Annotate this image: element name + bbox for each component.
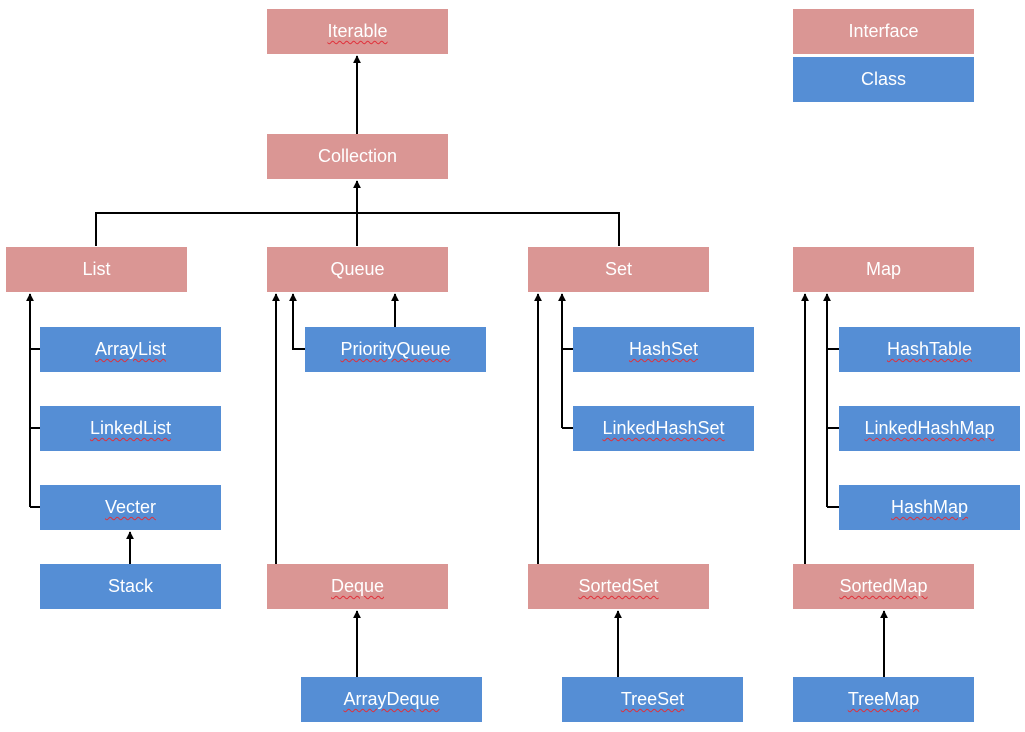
node-set: Set [528, 247, 709, 292]
node-arraydeque: ArrayDeque [301, 677, 482, 722]
node-arraydeque-label: ArrayDeque [343, 689, 440, 709]
node-priorityqueue: PriorityQueue [305, 327, 486, 372]
node-queue: Queue [267, 247, 448, 292]
node-deque: Deque [267, 564, 448, 609]
node-iterable-label: Iterable [327, 21, 388, 41]
legend-class: Class [793, 57, 974, 102]
node-iterable: Iterable [267, 9, 448, 54]
node-linkedlist-label: LinkedList [89, 418, 172, 438]
node-collection-label: Collection [317, 146, 398, 166]
node-sortedset: SortedSet [528, 564, 709, 609]
node-hashset-label: HashSet [628, 339, 699, 359]
node-treemap-label: TreeMap [847, 689, 920, 709]
legend-interface-label: Interface [848, 21, 919, 41]
node-treeset-label: TreeSet [620, 689, 685, 709]
node-treemap: TreeMap [793, 677, 974, 722]
node-linkedhashmap-label: LinkedHashMap [864, 418, 995, 438]
arrow-pq-queue-left [289, 293, 305, 350]
node-sortedmap: SortedMap [793, 564, 974, 609]
node-map: Map [793, 247, 974, 292]
node-collection: Collection [267, 134, 448, 179]
node-sortedmap-label: SortedMap [839, 576, 928, 596]
node-stack-label: Stack [107, 576, 154, 596]
node-linkedhashmap: LinkedHashMap [839, 406, 1020, 451]
node-list-label: List [82, 259, 111, 279]
node-arraylist-label: ArrayList [94, 339, 166, 359]
node-queue-label: Queue [330, 259, 385, 279]
node-linkedhashset-label: LinkedHashSet [602, 418, 725, 438]
node-map-label: Map [865, 259, 901, 279]
node-set-label: Set [604, 259, 633, 279]
node-deque-label: Deque [330, 576, 385, 596]
node-vecter: Vecter [40, 485, 221, 530]
legend-interface: Interface [793, 9, 974, 54]
node-hashset: HashSet [573, 327, 754, 372]
node-hashtable-label: HashTable [886, 339, 973, 359]
node-priorityqueue-label: PriorityQueue [340, 339, 451, 359]
legend-class-label: Class [860, 69, 906, 89]
node-sortedset-label: SortedSet [578, 576, 659, 596]
node-hashmap: HashMap [839, 485, 1020, 530]
node-treeset: TreeSet [562, 677, 743, 722]
node-hashtable: HashTable [839, 327, 1020, 372]
node-arraylist: ArrayList [40, 327, 221, 372]
node-stack: Stack [40, 564, 221, 609]
node-list: List [6, 247, 187, 292]
node-hashmap-label: HashMap [890, 497, 969, 517]
node-vecter-label: Vecter [104, 497, 157, 517]
node-linkedlist: LinkedList [40, 406, 221, 451]
node-linkedhashset: LinkedHashSet [573, 406, 754, 451]
